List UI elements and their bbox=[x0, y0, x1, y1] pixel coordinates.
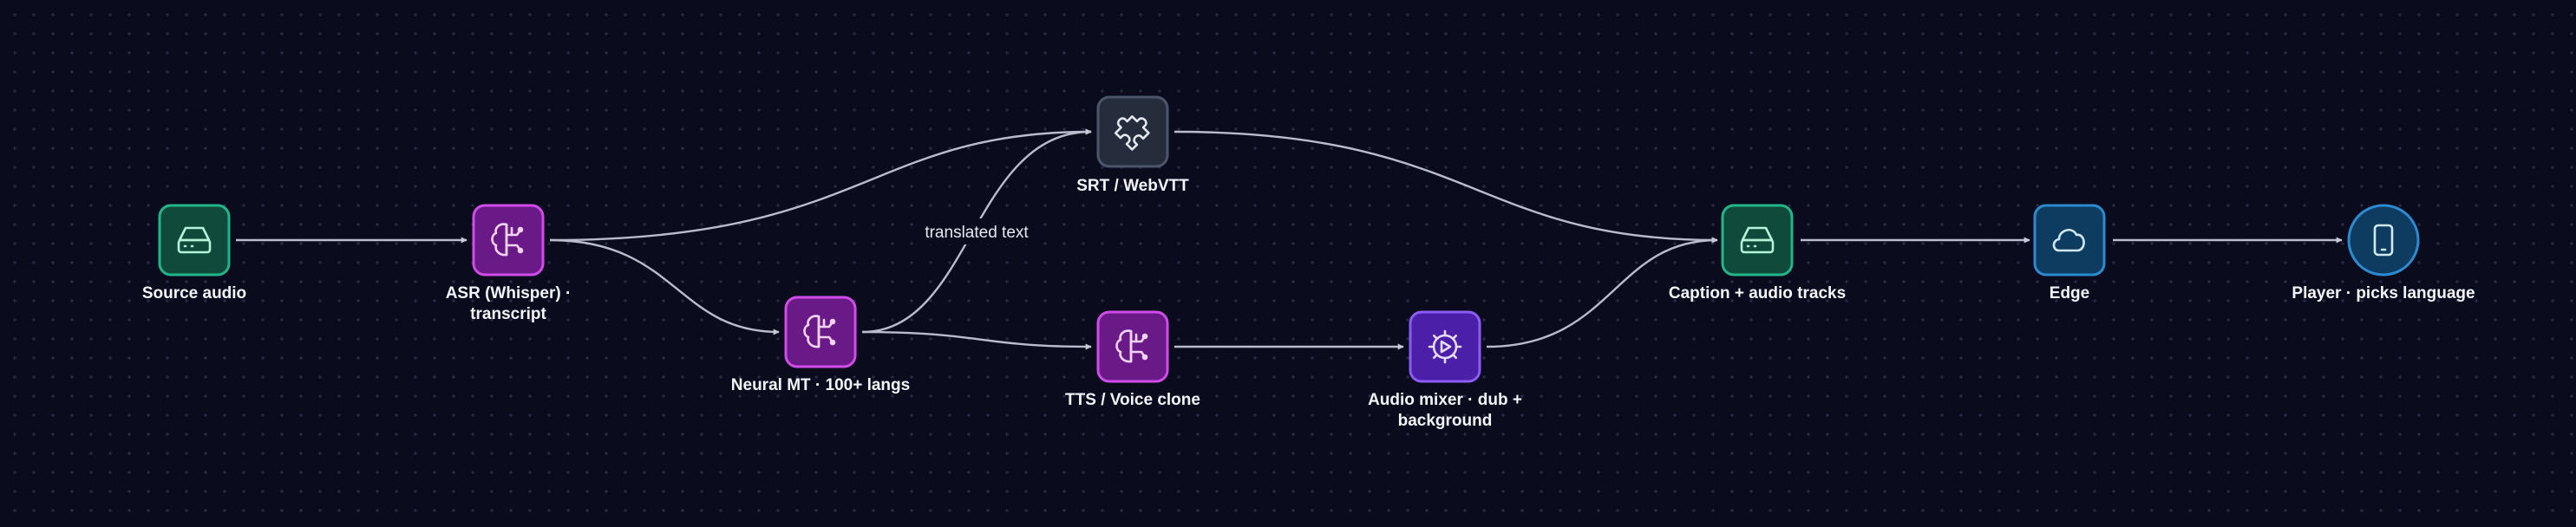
brain-icon bbox=[1115, 329, 1148, 363]
node-label: Edge bbox=[2050, 284, 2089, 303]
node-audio-mixer[interactable]: Audio mixer · dub + background bbox=[1368, 310, 1522, 430]
cloud-icon bbox=[2052, 228, 2085, 252]
node-label: Neural MT · 100+ langs bbox=[731, 376, 910, 394]
node-label: SRT / WebVTT bbox=[1076, 177, 1189, 195]
node-player[interactable]: Player · picks language bbox=[2292, 204, 2475, 303]
node-box bbox=[1096, 310, 1169, 383]
node-label-line1: ASR (Whisper) · bbox=[446, 284, 572, 303]
node-neural-mt[interactable]: Neural MT · 100+ langs bbox=[731, 296, 910, 394]
edge-mt-to-tts bbox=[861, 330, 1092, 350]
brain-icon bbox=[491, 223, 524, 257]
node-box bbox=[1409, 310, 1481, 383]
edge-asr-to-srt bbox=[549, 128, 1092, 242]
storage-drive-icon bbox=[1740, 226, 1775, 254]
node-srt-webvtt[interactable]: SRT / WebVTT bbox=[1076, 95, 1189, 195]
edge-mixer-to-tracks bbox=[1486, 237, 1718, 348]
brain-icon bbox=[803, 315, 836, 348]
node-box bbox=[2033, 204, 2106, 277]
node-label: TTS / Voice clone bbox=[1065, 391, 1200, 409]
edge-label-translated-text: translated text bbox=[914, 218, 1039, 244]
node-box bbox=[784, 296, 857, 368]
storage-drive-icon bbox=[177, 226, 212, 254]
gear-play-icon bbox=[1428, 329, 1462, 364]
smartphone-icon bbox=[2373, 224, 2394, 257]
puzzle-icon bbox=[1114, 115, 1150, 151]
node-box bbox=[2347, 204, 2420, 277]
node-label: Player · picks language bbox=[2292, 284, 2475, 303]
node-label: Caption + audio tracks bbox=[1669, 284, 1846, 303]
edges bbox=[236, 128, 2343, 350]
node-label-line2: transcript bbox=[470, 305, 546, 323]
edge-srt-to-tracks bbox=[1174, 130, 1718, 244]
node-label-line2: background bbox=[1398, 412, 1493, 430]
node-box bbox=[472, 204, 545, 277]
node-asr[interactable]: ASR (Whisper) · transcript bbox=[446, 204, 572, 323]
node-edge[interactable]: Edge bbox=[2033, 204, 2106, 303]
node-label: Source audio bbox=[142, 284, 246, 303]
edge-label-text: translated text bbox=[925, 224, 1029, 242]
node-label-line1: Audio mixer · dub + bbox=[1368, 391, 1522, 409]
edge-asr-to-mt bbox=[549, 238, 780, 335]
node-tts[interactable]: TTS / Voice clone bbox=[1065, 310, 1200, 409]
node-source-audio[interactable]: Source audio bbox=[142, 204, 246, 303]
node-box bbox=[1096, 95, 1169, 168]
node-caption-audio-tracks[interactable]: Caption + audio tracks bbox=[1669, 204, 1846, 303]
